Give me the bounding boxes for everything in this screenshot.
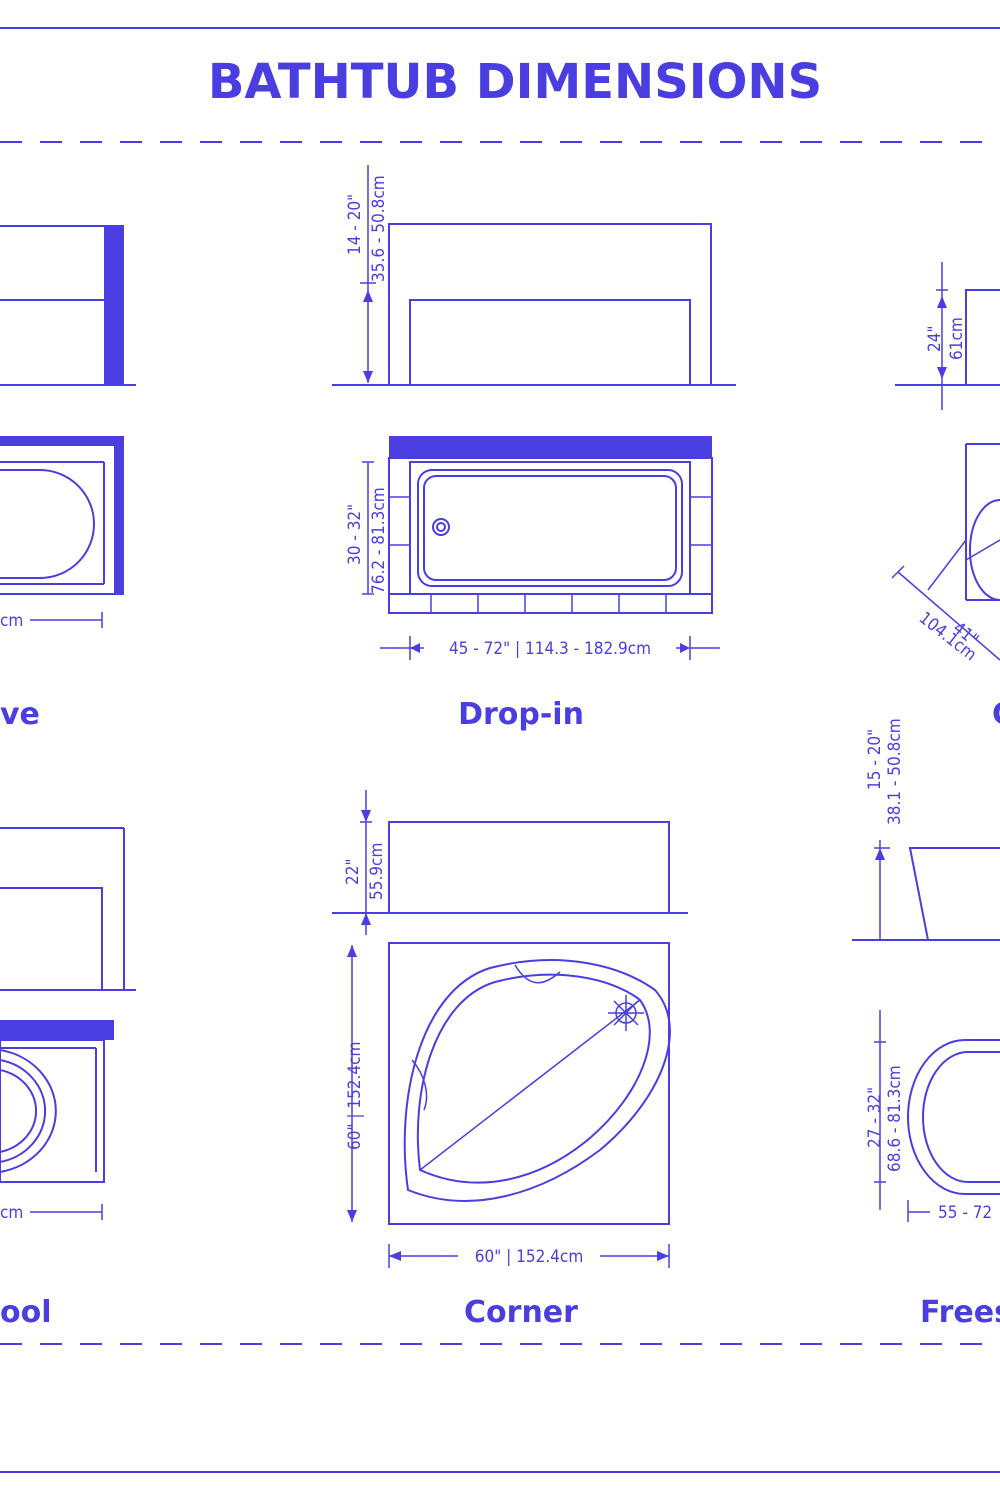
corner-height: 22": [343, 859, 363, 886]
corner-tub: 22" 55.9cm 60" | 152.4cm 60" | 152.4cm C…: [332, 790, 688, 1330]
freestanding-label: Frees: [920, 1295, 1000, 1330]
clawfoot-height-cm: 61cm: [947, 317, 967, 360]
drop-in-label: Drop-in: [458, 697, 584, 732]
alcove-width-label: cm: [0, 611, 23, 631]
drop-in-depth: 30 - 32": [345, 504, 365, 565]
freestanding-height-cm: 38.1 - 50.8cm: [885, 718, 905, 825]
alcove-label: ve: [0, 697, 40, 732]
drop-in-height: 14 - 20": [345, 194, 365, 255]
corner-side: 60" | 152.4cm: [345, 1042, 365, 1150]
corner-height-cm: 55.9cm: [367, 843, 387, 900]
clawfoot-tub-partial: 24" 61cm 41" 104.1cm C: [891, 262, 1000, 732]
freestanding-depth: 27 - 32": [865, 1087, 885, 1148]
whirlpool-label: ool: [0, 1295, 52, 1330]
alcove-tub: cm ve: [0, 225, 136, 732]
clawfoot-height: 24": [925, 326, 945, 353]
drop-in-tub: 14 - 20" 35.6 - 50.8cm 30 - 32" 76.2 - 8…: [332, 165, 736, 732]
freestanding-tub-partial: 15 - 20" 38.1 - 50.8cm 27 - 32" 68.6 - 8…: [852, 718, 1000, 1330]
freestanding-height: 15 - 20": [865, 729, 885, 790]
drop-in-height-cm: 35.6 - 50.8cm: [369, 175, 389, 282]
whirlpool-width-label: cm: [0, 1203, 23, 1223]
clawfoot-label: C: [992, 697, 1000, 732]
freestanding-depth-cm: 68.6 - 81.3cm: [885, 1065, 905, 1172]
freestanding-width: 55 - 72: [938, 1203, 992, 1223]
page-title: BATHTUB DIMENSIONS: [208, 54, 822, 110]
drop-in-width: 45 - 72" | 114.3 - 182.9cm: [449, 639, 651, 659]
corner-label: Corner: [464, 1295, 578, 1330]
whirlpool-tub: cm ool: [0, 827, 136, 1330]
corner-width: 60" | 152.4cm: [475, 1247, 583, 1267]
drop-in-depth-cm: 76.2 - 81.3cm: [369, 487, 389, 594]
